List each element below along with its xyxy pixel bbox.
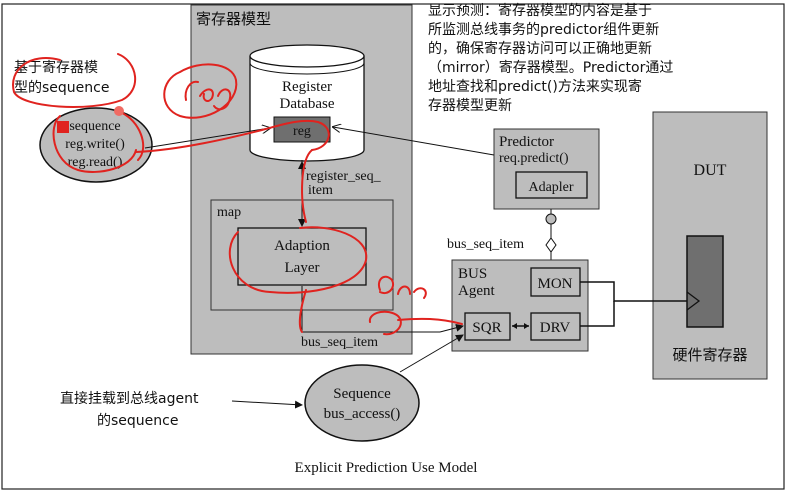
prediction-note: 显示预测：寄存器模型的内容是基于 所监测总线事务的predictor组件更新 的…	[428, 2, 673, 114]
predictor-to-reg-arrow	[333, 127, 495, 156]
bus-seq-item-bottom-label: bus_seq_item	[301, 335, 378, 350]
adapter-box	[515, 171, 588, 199]
adaption-layer-box	[237, 227, 367, 286]
sequencer-box	[464, 312, 511, 341]
annotation-bus-item-loop	[368, 310, 402, 336]
analysis-port-diamond	[545, 237, 557, 253]
adaption-layer-label-line1: Adaption	[274, 238, 330, 254]
monitor-box	[530, 267, 581, 297]
monitor-to-dut-wire	[580, 281, 687, 302]
predictor-method: req.predict()	[499, 151, 569, 166]
register-database: Register Database	[249, 44, 365, 162]
adaption-layer-label-line2: Layer	[285, 260, 320, 276]
annotation-reg-word	[184, 80, 232, 111]
note-line5: 地址查找和predict()方法来实现寄	[428, 78, 642, 95]
bus-sequence-to-sqr-arrow	[399, 334, 464, 373]
annotation-marker-square	[57, 121, 69, 133]
note-line3: 的，确保寄存器访问可以正确地更新	[428, 40, 652, 57]
note-line1: 显示预测：寄存器模型的内容是基于	[428, 2, 652, 19]
dut-label: DUT	[694, 162, 727, 179]
note-line6: 存器模型更新	[428, 98, 512, 114]
register-sequence-caption-line2: 型的sequence	[14, 80, 109, 96]
register-seq-item-label-line2: item	[308, 183, 333, 198]
bus-sequence-line2: bus_access()	[324, 406, 401, 422]
bus-sequence-caption-line1: 直接挂载到总线agent	[60, 390, 199, 407]
register-database-label-line1: Register	[282, 79, 332, 95]
annotation-marker-dot	[114, 106, 124, 116]
bus-agent-label-line1: BUS	[458, 266, 487, 282]
map-label: map	[217, 205, 241, 220]
bus-agent-label-line2: Agent	[458, 283, 495, 299]
register-seq-item-label-line1: register_seq_	[306, 169, 382, 184]
annotation-adaption-circle	[228, 226, 368, 294]
register-model-title: 寄存器模型	[196, 10, 271, 28]
predictor-label: Predictor	[499, 134, 554, 150]
annotation-adaption-down	[298, 289, 307, 333]
adapter-label: Adapler	[528, 180, 573, 195]
register-database-label-line2: Database	[280, 96, 335, 112]
sequencer-label: SQR	[472, 320, 501, 336]
driver-to-dut-wire	[580, 301, 615, 327]
register-sequence-line3: reg.read()	[68, 155, 123, 170]
register-sequence-line1: sequence	[69, 119, 120, 134]
annotation-to-sqr	[397, 317, 463, 325]
driver-label: DRV	[540, 320, 571, 336]
dut-box	[652, 111, 768, 380]
annotation-reg-to-adaption	[301, 149, 313, 223]
sqr-drv-link-arrows	[512, 323, 529, 329]
note-line2: 所监测总线事务的predictor组件更新	[428, 22, 659, 38]
sequence-to-reg-arrow	[144, 128, 270, 149]
analysis-port-circle	[545, 213, 557, 225]
red-annotations	[12, 53, 463, 336]
hardware-register-clock-symbol	[686, 291, 701, 311]
annotation-sequence-arc	[119, 111, 145, 161]
reg-box-label: reg	[293, 124, 311, 139]
note-line4: （mirror）寄存器模型。Predictor通过	[428, 59, 673, 76]
bus-sequence-ellipse	[304, 364, 420, 442]
bus-seq-item-top-label: bus_seq_item	[447, 237, 524, 252]
annotation-circle-caption	[12, 53, 137, 108]
adaption-to-sqr-arrow	[439, 323, 464, 333]
bus-sequence-line1: Sequence	[333, 386, 391, 402]
register-sequence-caption-line1: 基于寄存器模	[14, 59, 98, 76]
hardware-register-label: 硬件寄存器	[672, 346, 747, 364]
bus-sequence-caption-arrow	[231, 400, 303, 409]
annotation-sequence-to-reg	[135, 120, 330, 153]
driver-box	[530, 312, 581, 341]
annotation-sequence-mark	[52, 115, 137, 173]
figure-frame	[1, 3, 785, 490]
annotation-bus-word	[378, 275, 427, 299]
hardware-register-block	[686, 235, 724, 328]
register-sequence-line2: reg.write()	[65, 137, 125, 152]
figure-caption: Explicit Prediction Use Model	[295, 460, 478, 476]
monitor-label: MON	[537, 276, 572, 292]
bus-sequence-caption-line2: 的sequence	[97, 413, 178, 429]
